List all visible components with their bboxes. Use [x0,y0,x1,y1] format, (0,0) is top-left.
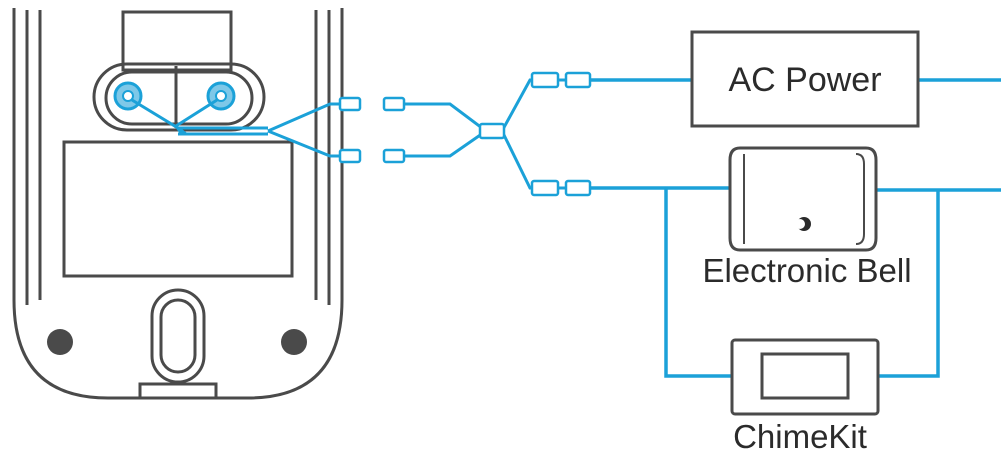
terminal-screw-left [115,83,141,109]
electronic-bell-label: Electronic Bell [652,252,962,290]
chimekit-label: ChimeKit [700,418,900,456]
device-foot-left [47,329,73,355]
harness-connectors [480,73,590,195]
device-bottom-notch [140,384,216,398]
device-top-tab [123,12,231,70]
connector-pins-device [340,98,404,162]
chimekit-icon [732,340,878,414]
device-foot-right [281,329,307,355]
terminal-screw-right [208,83,234,109]
device-label-area [64,142,292,276]
electronic-bell-icon [730,148,876,250]
ac-power-label: AC Power [692,34,918,126]
device-slot-inner [161,300,195,372]
device-wires [132,100,352,156]
